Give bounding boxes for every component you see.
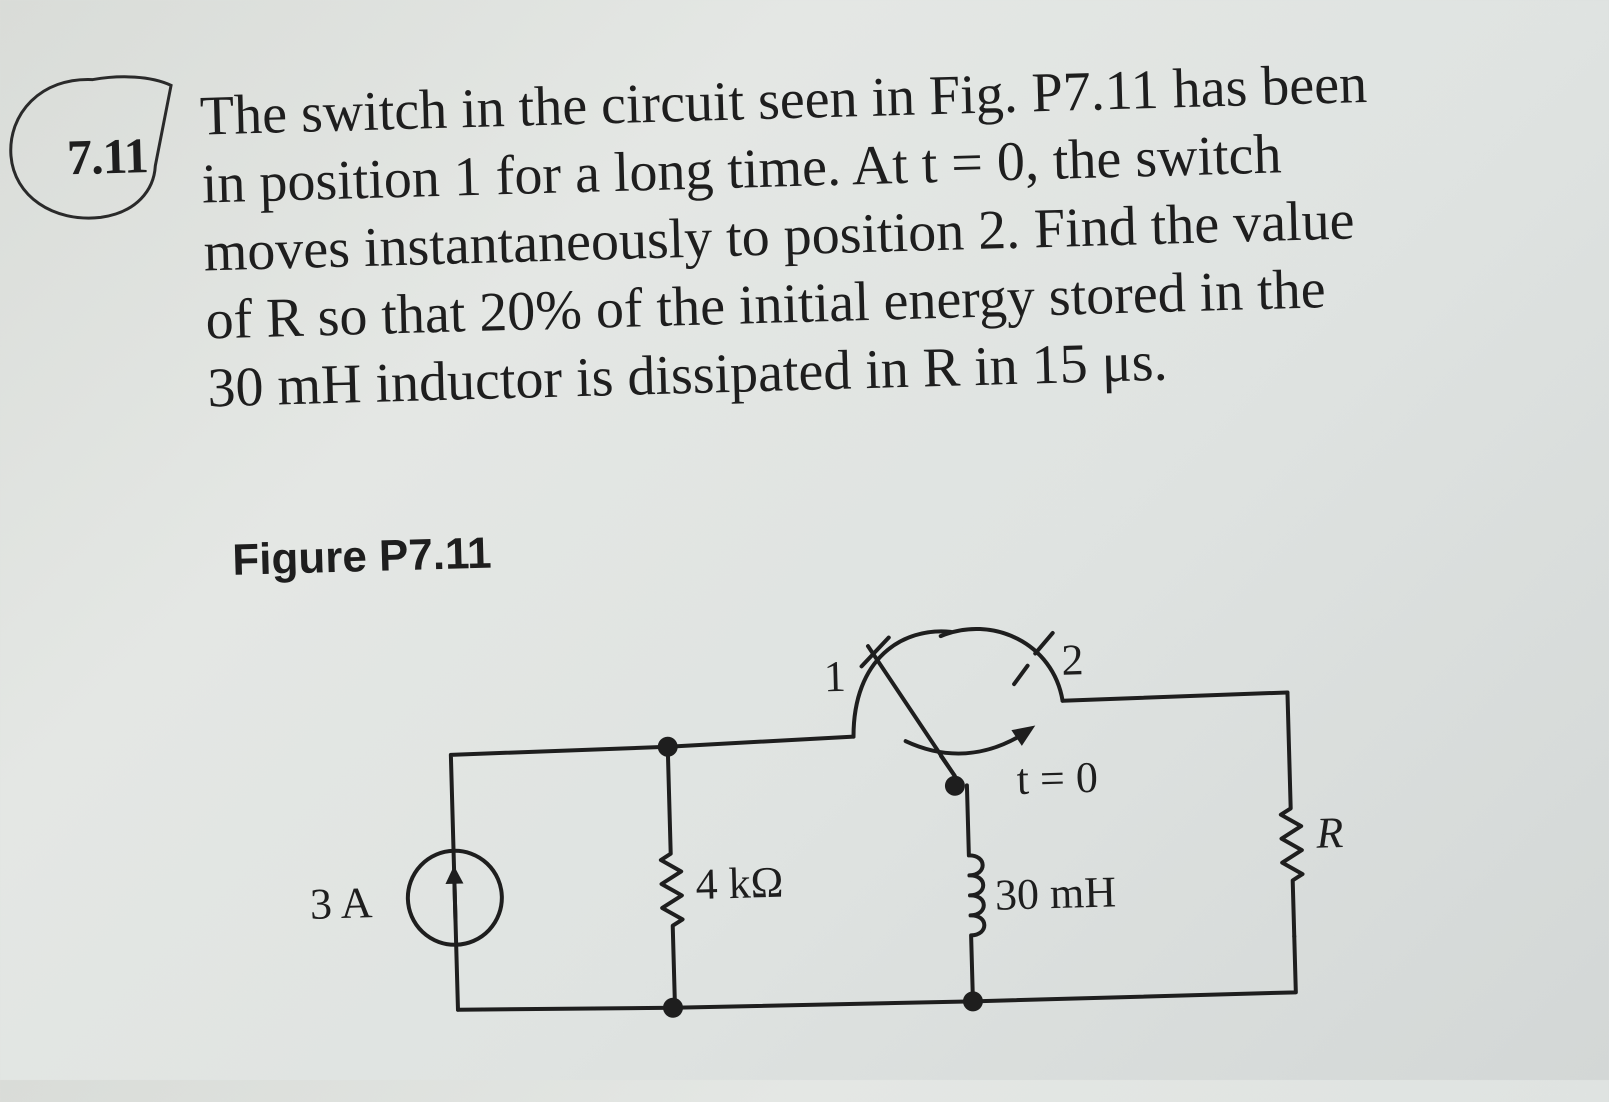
resistor-R (1278, 690, 1305, 939)
switch-motion-arrow (903, 731, 1026, 756)
node-bottom-inductor (962, 991, 983, 1012)
contact-mark-2 (1033, 630, 1055, 656)
wire-top-right (1060, 690, 1290, 703)
switch-position-1-label: 1 (823, 652, 846, 702)
switch-blade (865, 644, 957, 778)
resistor-4k (658, 744, 685, 1010)
node-bottom-4k (663, 997, 684, 1018)
switch-motion-arrow-head (1011, 725, 1036, 746)
resistor-4k-label: 4 kΩ (695, 858, 784, 909)
inductor-30mH (964, 783, 987, 1004)
source-arrow-shaft (452, 879, 458, 922)
node-top-4k (657, 736, 678, 757)
wire-bottom (455, 934, 1298, 1012)
contact-tick (1012, 663, 1030, 687)
switch-contact-1 (851, 629, 953, 739)
switch-position-2-label: 2 (1061, 635, 1084, 685)
switch-pivot-arm (939, 754, 957, 778)
problem-number-circle (9, 75, 173, 220)
current-source (405, 848, 504, 947)
wire-top-left (448, 734, 856, 1012)
switch-contact-2 (938, 626, 1065, 703)
source-arrow-head (445, 865, 464, 885)
inductor-label: 30 mH (994, 867, 1116, 919)
node-switch-pivot (944, 775, 965, 796)
switch-time-label: t = 0 (1016, 753, 1098, 804)
contact-mark-1 (859, 635, 891, 669)
resistor-r-label: R (1315, 808, 1344, 858)
source-label: 3 A (309, 878, 373, 929)
